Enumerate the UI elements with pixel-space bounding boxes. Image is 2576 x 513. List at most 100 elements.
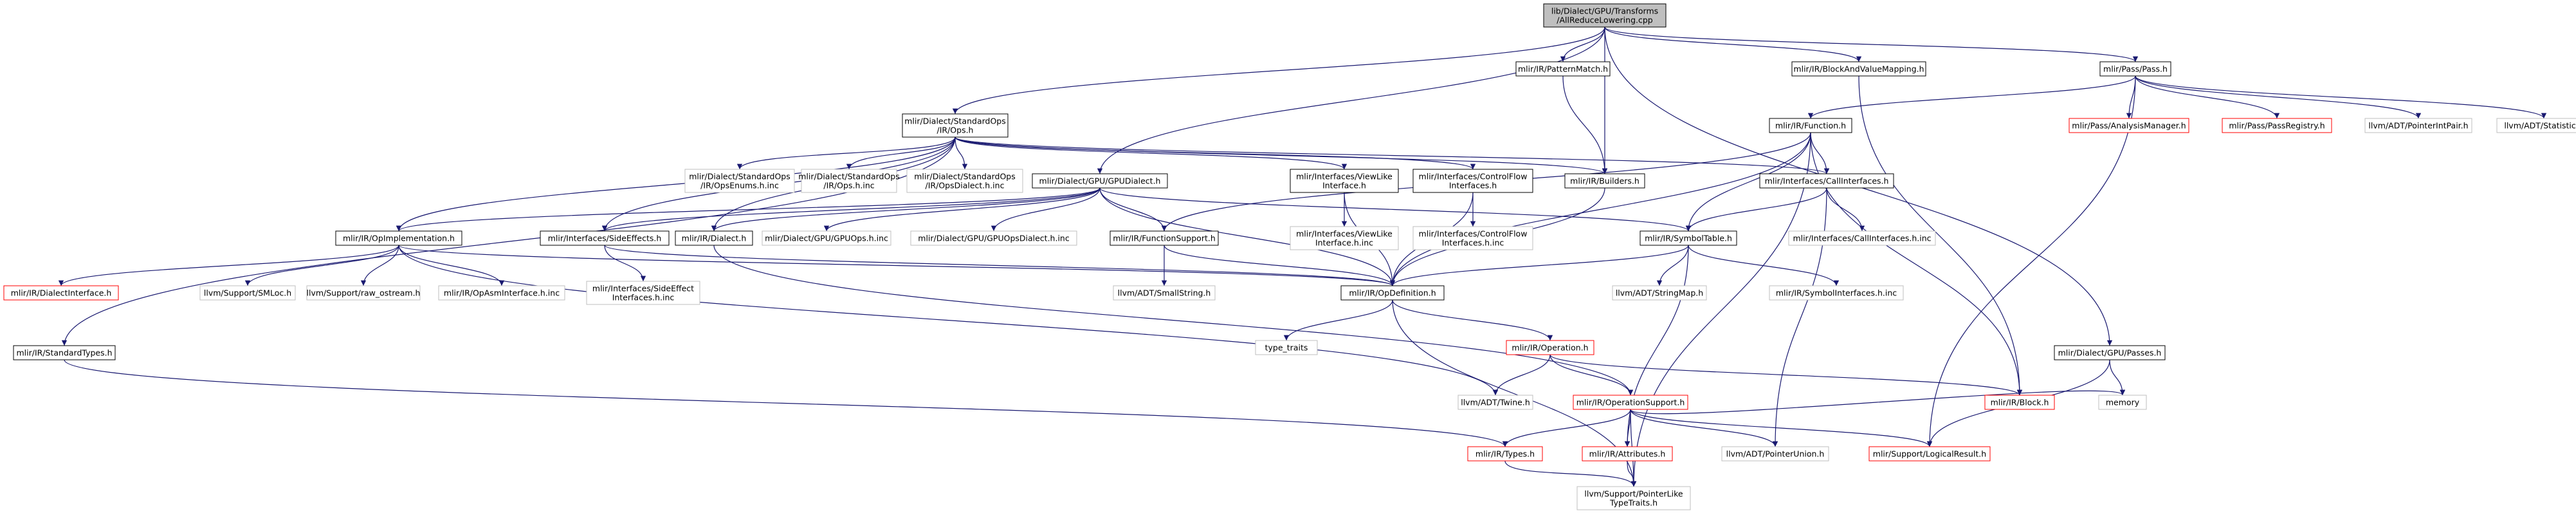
- node-label: lib/Dialect/GPU/Transforms: [1551, 6, 1658, 16]
- node-opdef[interactable]: mlir/IR/OpDefinition.h: [1340, 285, 1445, 301]
- node-label: Interfaces.h.inc: [1442, 238, 1504, 248]
- edge-stdops-to-viewlike: [955, 136, 1347, 170]
- edge-opimpl-to-smloc: [244, 245, 399, 286]
- node-label: mlir/Support/LogicalResult.h: [1873, 449, 1986, 459]
- node-pass[interactable]: mlir/Pass/Pass.h: [2099, 61, 2171, 77]
- node-function[interactable]: mlir/IR/Function.h: [1769, 118, 1852, 133]
- node-label: mlir/IR/Operation.h: [1512, 343, 1588, 353]
- node-logicalres[interactable]: mlir/Support/LogicalResult.h: [1868, 446, 1991, 462]
- edge-function-to-callif: [1810, 132, 1830, 174]
- node-builders[interactable]: mlir/IR/Builders.h: [1564, 173, 1645, 189]
- edge-opimpl-to-opasmif: [398, 245, 505, 286]
- node-label: Interface.h.inc: [1315, 238, 1373, 248]
- node-symtable[interactable]: mlir/IR/SymbolTable.h: [1640, 230, 1737, 246]
- node-operation[interactable]: mlir/IR/Operation.h: [1506, 340, 1594, 355]
- edge-funcsupport-to-opdef: [1164, 245, 1396, 286]
- node-label: mlir/Interfaces/ControlFlow: [1419, 229, 1528, 239]
- edge-symtable-to-stringmap: [1656, 245, 1689, 286]
- node-twine: llvm/ADT/Twine.h: [1457, 395, 1533, 410]
- edge-operation-to-twine: [1492, 354, 1551, 396]
- node-stdops[interactable]: mlir/Dialect/StandardOps/IR/Ops.h: [902, 113, 1009, 138]
- edge-gpudialect-to-gpuopsinc: [823, 187, 1101, 232]
- node-sideeffinc: mlir/Interfaces/SideEffectInterfaces.h.i…: [586, 281, 700, 305]
- node-label: mlir/IR/Function.h: [1775, 121, 1846, 131]
- node-label: mlir/IR/Block.h: [1991, 398, 2049, 407]
- edge-opsupport-to-memory: [1630, 389, 2125, 415]
- edge-gpudialect-to-sideeff: [601, 187, 1101, 232]
- edge-function-to-opdef: [1389, 132, 1811, 286]
- node-gpupasses[interactable]: mlir/Dialect/GPU/Passes.h: [2054, 345, 2166, 360]
- edge-stdops-to-opshinc: [846, 136, 956, 170]
- node-dialect[interactable]: mlir/IR/Dialect.h: [675, 230, 753, 246]
- node-dialectif[interactable]: mlir/IR/DialectInterface.h: [3, 285, 119, 301]
- node-label: mlir/IR/DialectInterface.h: [11, 288, 112, 298]
- edge-callif-to-callifinc: [1826, 187, 1865, 232]
- edge-function-to-block: [1810, 132, 2023, 396]
- node-label: TypeTraits.h: [1609, 498, 1658, 508]
- node-label: memory: [2106, 398, 2140, 407]
- node-opimpl[interactable]: mlir/IR/OpImplementation.h: [335, 230, 462, 246]
- node-patmatch[interactable]: mlir/IR/PatternMatch.h: [1515, 61, 1611, 77]
- node-label: mlir/Interfaces/ViewLike: [1296, 229, 1393, 239]
- node-anamgr[interactable]: mlir/Pass/AnalysisManager.h: [2069, 118, 2189, 133]
- node-label: mlir/Dialect/StandardOps: [904, 117, 1006, 126]
- node-label: llvm/Support/raw_ostream.h: [307, 288, 421, 298]
- edge-function-to-symtable: [1685, 132, 1811, 232]
- node-label: mlir/Pass/Pass.h: [2103, 64, 2168, 74]
- node-block[interactable]: mlir/IR/Block.h: [1984, 395, 2055, 410]
- node-smallstring: llvm/ADT/SmallString.h: [1113, 285, 1216, 301]
- node-label: mlir/IR/OpImplementation.h: [343, 234, 455, 243]
- node-label: /IR/Ops.h: [937, 126, 974, 135]
- edge-operation-to-block: [1549, 354, 2023, 396]
- node-label: mlir/Dialect/StandardOps: [798, 172, 900, 182]
- node-opsupport[interactable]: mlir/IR/OperationSupport.h: [1573, 395, 1688, 410]
- node-symifinc: mlir/IR/SymbolInterfaces.h.inc: [1769, 285, 1904, 301]
- node-funcsupport[interactable]: mlir/IR/FunctionSupport.h: [1110, 230, 1219, 246]
- node-label: mlir/IR/StandardTypes.h: [16, 348, 112, 358]
- edge-types-to-ptrlike: [1504, 460, 1637, 487]
- edge-symtable-to-symifinc: [1688, 245, 1840, 286]
- node-stdtypes[interactable]: mlir/IR/StandardTypes.h: [13, 345, 116, 360]
- edge-gpupasses-to-memory: [2109, 359, 2126, 396]
- edge-stdops-to-ctrlflow: [955, 136, 1475, 170]
- node-label: llvm/ADT/SmallString.h: [1118, 288, 1211, 298]
- node-passreg[interactable]: mlir/Pass/PassRegistry.h: [2222, 118, 2332, 133]
- node-label: mlir/Dialect/StandardOps: [914, 172, 1016, 182]
- node-blockval[interactable]: mlir/IR/BlockAndValueMapping.h: [1791, 61, 1926, 77]
- edge-patmatch-to-builders: [1562, 75, 1608, 174]
- edge-opimpl-to-rawostream: [360, 245, 399, 286]
- node-gpudialect[interactable]: mlir/Dialect/GPU/GPUDialect.h: [1032, 173, 1168, 189]
- node-callif[interactable]: mlir/Interfaces/CallInterfaces.h: [1759, 173, 1894, 189]
- node-label: mlir/Pass/PassRegistry.h: [2229, 121, 2325, 131]
- node-root[interactable]: lib/Dialect/GPU/Transforms/AllReduceLowe…: [1543, 3, 1667, 28]
- edge-gpudialect-to-opimpl: [396, 187, 1101, 232]
- edge-opimpl-to-twine: [398, 245, 1499, 396]
- node-opasmif: mlir/IR/OpAsmInterface.h.inc: [438, 285, 565, 301]
- node-smloc: llvm/Support/SMLoc.h: [199, 285, 296, 301]
- node-label: mlir/Dialect/GPU/GPUOpsDialect.h.inc: [918, 234, 1070, 243]
- node-label: mlir/IR/Attributes.h: [1589, 449, 1666, 459]
- node-gpuopsdial: mlir/Dialect/GPU/GPUOpsDialect.h.inc: [910, 230, 1077, 246]
- edge-gpudialect-to-gpuopsdial: [991, 187, 1101, 232]
- edge-pass-to-statistic: [2135, 75, 2547, 119]
- node-label: /IR/OpsDialect.h.inc: [926, 181, 1005, 191]
- edge-pass-to-function: [1807, 75, 2136, 119]
- node-types[interactable]: mlir/IR/Types.h: [1467, 446, 1543, 462]
- edge-callif-to-ptrunion: [1772, 187, 1827, 447]
- node-attributes[interactable]: mlir/IR/Attributes.h: [1582, 446, 1673, 462]
- node-label: mlir/IR/Types.h: [1475, 449, 1535, 459]
- edge-root-to-stdops: [952, 26, 1605, 115]
- node-label: mlir/IR/SymbolTable.h: [1645, 234, 1732, 243]
- edge-stdops-to-opsenums: [736, 136, 956, 170]
- node-sideeff[interactable]: mlir/Interfaces/SideEffects.h: [540, 230, 670, 246]
- node-label: mlir/IR/OpAsmInterface.h.inc: [444, 288, 560, 298]
- node-label: mlir/IR/OpDefinition.h: [1349, 288, 1436, 298]
- node-opshinc: mlir/Dialect/StandardOps/IR/Ops.h.inc: [798, 169, 900, 193]
- node-label: mlir/Interfaces/CallInterfaces.h: [1765, 176, 1889, 186]
- node-label: mlir/IR/Builders.h: [1570, 176, 1640, 186]
- edge-attributes-to-ptrlike: [1627, 460, 1637, 487]
